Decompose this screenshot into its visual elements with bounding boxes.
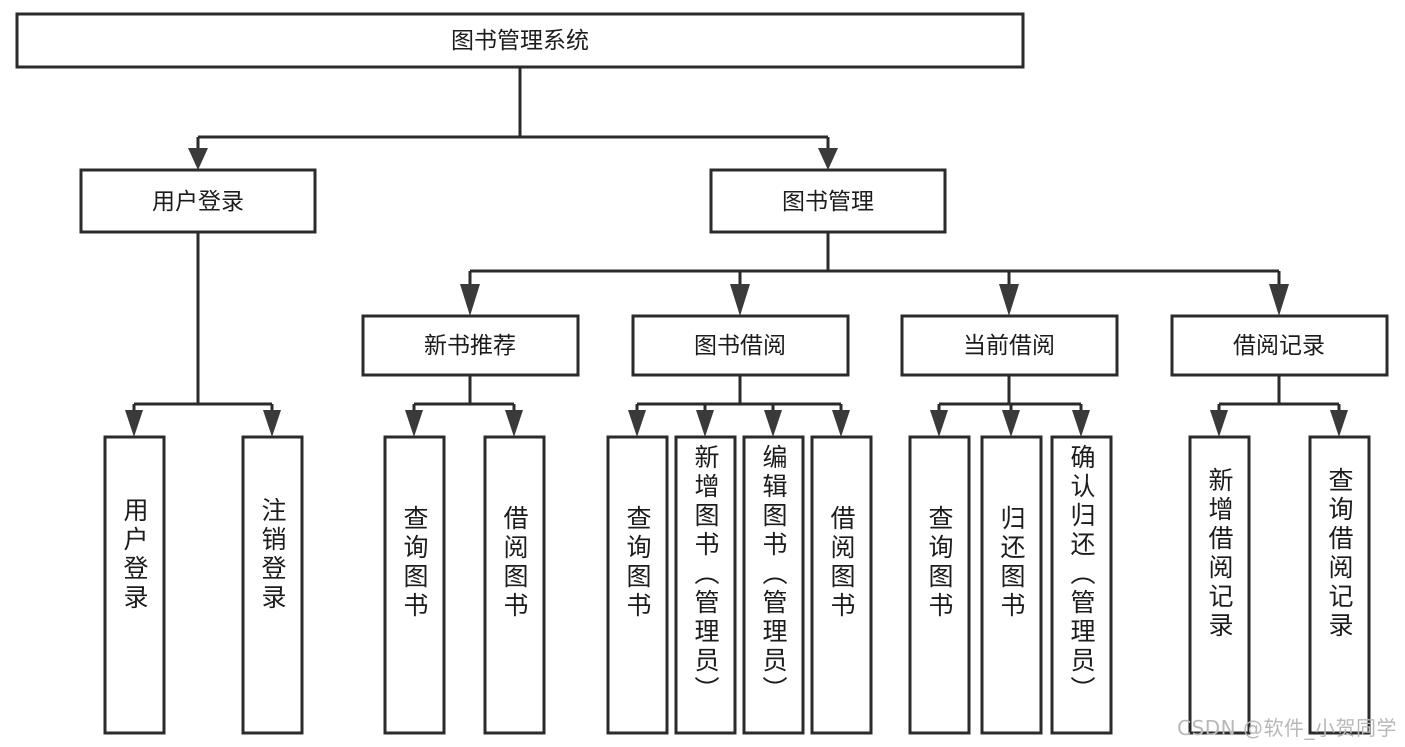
leaf-box-cu-return-book[interactable] xyxy=(980,435,1043,735)
leaf-box-nb-query-book[interactable] xyxy=(383,435,446,735)
node-current-borrow[interactable]: 当前借阅 xyxy=(900,314,1119,377)
node-book-borrow[interactable]: 图书借阅 xyxy=(631,314,850,377)
arrowhead-cu-leaf-3 xyxy=(1072,410,1090,437)
leaf-box-user-login[interactable] xyxy=(103,435,166,735)
leaf-box-bo-borrow-book[interactable] xyxy=(810,435,873,735)
arrowhead-current xyxy=(999,284,1019,316)
leaf-box-bo-query-book[interactable] xyxy=(606,435,669,735)
arrowhead-bo-leaf-4 xyxy=(832,410,850,437)
node-book-management[interactable]: 图书管理 xyxy=(709,168,947,234)
node-borrow-records-box[interactable] xyxy=(1170,314,1389,377)
node-book-borrow-box[interactable] xyxy=(631,314,850,377)
node-new-book-recommend-box[interactable] xyxy=(361,314,580,377)
arrowhead-bo-leaf-3 xyxy=(764,410,782,437)
connector-layer xyxy=(125,67,1348,437)
arrowhead-bo-leaf-1 xyxy=(628,410,646,437)
leaf-box-re-query-record[interactable] xyxy=(1308,435,1371,735)
arrowhead-leaf-logout xyxy=(263,410,281,437)
arrowhead-book-mgmt xyxy=(818,148,838,170)
leaf-box-logout[interactable] xyxy=(241,435,304,735)
arrowhead-bo-leaf-2 xyxy=(696,410,714,437)
node-user-login-label: 用户登录 xyxy=(152,189,244,215)
node-book-management-box[interactable] xyxy=(709,168,947,234)
csdn-watermark: CSDN @软件_小贺同学 xyxy=(1177,716,1397,740)
node-book-management-label: 图书管理 xyxy=(782,189,874,215)
node-book-borrow-label: 图书借阅 xyxy=(694,333,786,359)
node-new-book-recommend[interactable]: 新书推荐 xyxy=(361,314,580,377)
node-root-label: 图书管理系统 xyxy=(451,28,589,54)
leaf-box-bo-add-book[interactable] xyxy=(674,435,737,735)
arrowhead-re-leaf-2 xyxy=(1330,410,1348,437)
arrowhead-re-leaf-1 xyxy=(1210,410,1228,437)
node-user-login-box[interactable] xyxy=(79,168,317,234)
arrowhead-borrow xyxy=(730,284,750,316)
arrowhead-nb-leaf-2 xyxy=(505,410,523,437)
node-new-book-recommend-label: 新书推荐 xyxy=(424,333,516,359)
arrowhead-records xyxy=(1269,284,1289,316)
arrowhead-cu-leaf-1 xyxy=(930,410,948,437)
leaf-box-layer xyxy=(103,435,1371,735)
leaf-box-nb-borrow-book[interactable] xyxy=(483,435,546,735)
arrowhead-nb-leaf-1 xyxy=(405,410,423,437)
leaf-box-cu-confirm-return[interactable] xyxy=(1050,435,1113,735)
arrowhead-cu-leaf-2 xyxy=(1002,410,1020,437)
node-root-box[interactable] xyxy=(15,12,1025,69)
arrowhead-user-login xyxy=(188,148,208,170)
node-borrow-records[interactable]: 借阅记录 xyxy=(1170,314,1389,377)
arrowhead-new-book xyxy=(460,284,480,316)
leaf-box-re-add-record[interactable] xyxy=(1188,435,1251,735)
node-user-login[interactable]: 用户登录 xyxy=(79,168,317,234)
node-current-borrow-label: 当前借阅 xyxy=(963,333,1055,359)
leaf-box-bo-edit-book[interactable] xyxy=(742,435,805,735)
arrowhead-leaf-user-login xyxy=(125,410,143,437)
node-borrow-records-label: 借阅记录 xyxy=(1233,333,1325,359)
node-current-borrow-box[interactable] xyxy=(900,314,1119,377)
node-root-system[interactable]: 图书管理系统 xyxy=(15,12,1025,69)
leaf-box-cu-query-book[interactable] xyxy=(908,435,971,735)
